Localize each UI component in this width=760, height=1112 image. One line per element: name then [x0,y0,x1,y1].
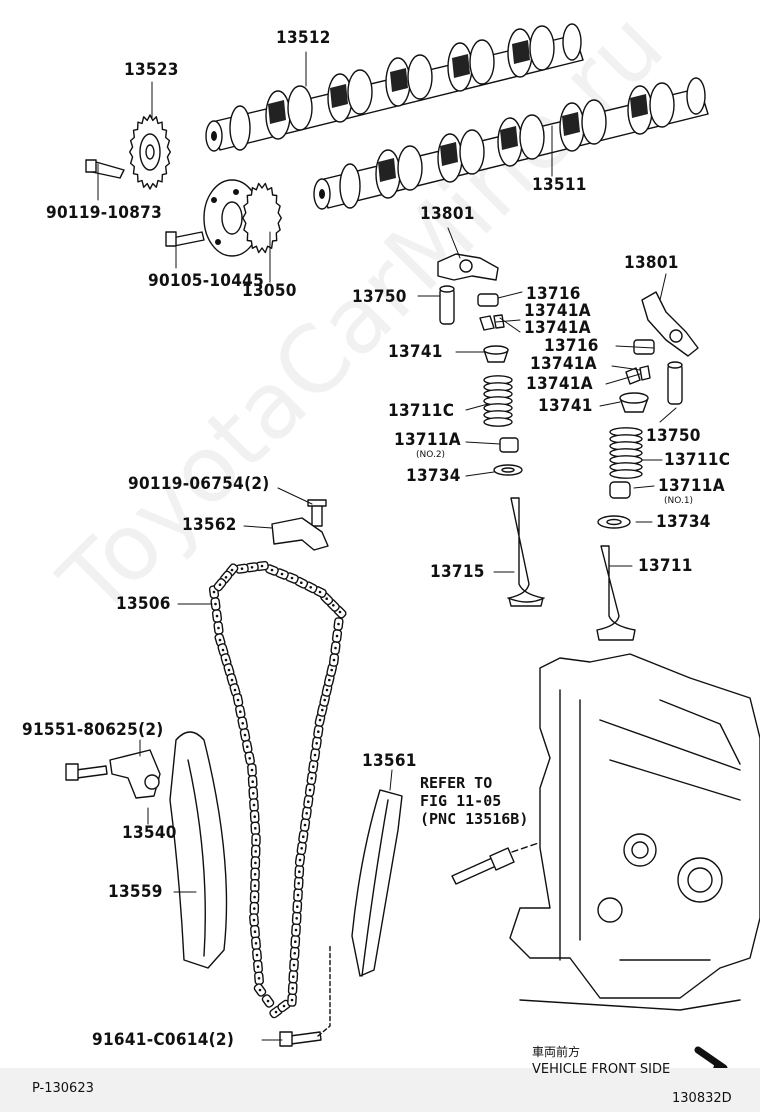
valve-stem-cap-1 [477,293,499,307]
sprocket-bolt [85,159,125,179]
camshaft-sprocket [129,114,171,190]
label-13734-b: 13734 [656,512,711,532]
spring-retainer-2 [619,392,649,413]
label-91641-c0614: 91641-C0614(2) [92,1030,235,1050]
chain-tensioner [109,749,161,799]
valve-keepers-1 [479,314,505,331]
stem-seal-1 [499,437,519,453]
vvt-gear-assembly [203,179,282,257]
label-13741a-d: 13741A [526,374,593,394]
valve-exhaust [596,545,636,641]
chain-damper [351,789,403,977]
label-13562: 13562 [182,515,237,535]
vehicle-front-en: VEHICLE FRONT SIDE [532,1062,671,1077]
refer-note: REFER TO FIG 11-05 (PNC 13516B) [420,774,529,828]
label-90119-10873: 90119-10873 [46,203,163,223]
lash-adjuster-2 [667,361,683,405]
label-13741a-b: 13741A [524,318,591,338]
label-13715: 13715 [430,562,485,582]
label-13523: 13523 [124,60,179,80]
spring-retainer-1 [483,345,509,363]
rocker-arm-2 [641,291,699,357]
vvt-bolt [165,231,205,247]
label-13711a-b: 13711A [658,476,725,496]
spring-seat-1 [493,464,523,476]
label-90105-10445: 90105-10445 [148,271,265,291]
label-13716-a: 13716 [526,284,581,304]
chain-tensioner-bolt [307,499,327,527]
label-13050: 13050 [242,281,297,301]
label-91551-80625: 91551-80625(2) [22,720,164,740]
label-13512: 13512 [276,28,331,48]
damper-bolt [279,945,331,1047]
lash-adjuster-1 [439,285,455,325]
engine-block [509,653,760,1011]
label-13711c-b: 13711C [664,450,731,470]
leader-lines [97,51,677,1041]
page-code: P-130623 [32,1081,94,1096]
label-13750-a: 13750 [352,287,407,307]
tensioner-bolt [65,763,108,781]
label-no1: (NO.1) [664,496,694,506]
valve-intake [507,497,545,607]
label-13741a-c: 13741A [530,354,597,374]
timing-chain [208,560,347,1019]
label-13716-b: 13716 [544,336,599,356]
label-13561: 13561 [362,751,417,771]
camshaft-intake [205,23,584,152]
label-13734-a: 13734 [406,466,461,486]
footer-bar [0,1068,760,1112]
vehicle-front-jp: 車両前方 [532,1045,581,1059]
label-13801-b: 13801 [624,253,679,273]
label-13711c-a: 13711C [388,401,455,421]
camshaft-exhaust [313,77,709,210]
valve-spring-2 [609,427,643,479]
label-13711: 13711 [638,556,693,576]
rocker-arm-1 [437,253,499,281]
chain-tensioner-slipper [169,731,228,969]
label-13750-b: 13750 [646,426,701,446]
chain-guide-upper [271,517,329,551]
label-13559: 13559 [108,882,163,902]
label-13741-b: 13741 [538,396,593,416]
label-13741-a: 13741 [388,342,443,362]
label-13511: 13511 [532,175,587,195]
label-13801-a: 13801 [420,204,475,224]
spring-seat-2 [597,515,631,529]
stem-seal-2 [609,481,631,499]
label-13540: 13540 [122,823,177,843]
figure-code: 130832D [672,1091,732,1106]
label-no2: (NO.2) [416,450,446,460]
label-13741a-a: 13741A [524,301,591,321]
valve-spring-1 [483,375,513,427]
label-13506: 13506 [116,594,171,614]
label-90119-06754: 90119-06754(2) [128,474,270,494]
label-13711a-a: 13711A [394,430,461,450]
